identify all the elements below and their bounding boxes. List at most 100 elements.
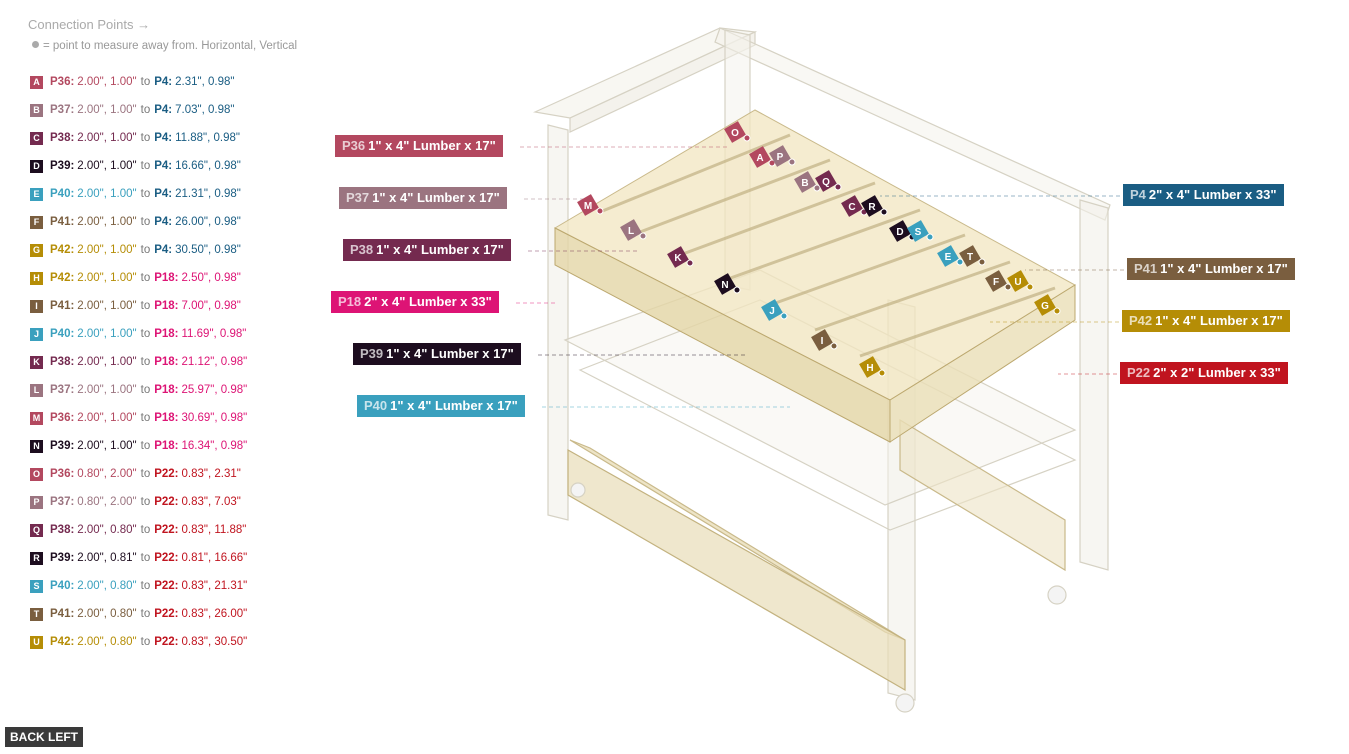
from-value: 0.80", 2.00"	[77, 468, 137, 480]
connection-badge: I	[30, 299, 43, 313]
leader-lines	[516, 146, 1124, 408]
connection-point-dot	[639, 232, 647, 240]
marker-u: U	[1007, 270, 1034, 292]
marker-e: E	[937, 245, 964, 267]
marker-f: F	[985, 270, 1012, 292]
from-part: P36:	[50, 412, 75, 424]
to-part: P22:	[154, 636, 179, 648]
part-id: P4	[1130, 187, 1146, 202]
connection-point-dot	[686, 259, 694, 267]
connection-point-dot	[1026, 283, 1034, 291]
part-id: P39	[360, 346, 384, 361]
marker-letter: U	[1014, 277, 1021, 288]
part-desc: 2" x 2" Lumber x 33"	[1153, 365, 1281, 380]
to-word: to	[140, 132, 151, 144]
connection-badge: J	[30, 327, 43, 341]
to-word: to	[140, 244, 151, 256]
to-part: P4:	[154, 160, 173, 172]
point-dot-icon	[32, 41, 39, 48]
connection-badge: D	[30, 159, 43, 173]
to-word: to	[140, 356, 151, 368]
to-part: P18:	[154, 412, 179, 424]
to-value: 30.69", 0.98"	[181, 412, 248, 424]
from-part: P38:	[50, 524, 75, 536]
from-value: 2.00", 0.80"	[77, 636, 137, 648]
from-value: 2.00", 1.00"	[77, 216, 137, 228]
marker-letter: R	[868, 202, 876, 213]
from-value: 2.00", 1.00"	[77, 384, 137, 396]
marker-letter: P	[777, 152, 784, 163]
from-value: 2.00", 1.00"	[77, 356, 137, 368]
connection-badge: S	[30, 579, 43, 593]
marker-letter: S	[915, 227, 922, 238]
to-value: 11.88", 0.98"	[175, 132, 240, 144]
to-value: 0.83", 21.31"	[181, 580, 248, 592]
to-value: 0.83", 2.31"	[181, 468, 241, 480]
connection-badge: C	[30, 131, 43, 145]
connection-badge: H	[30, 271, 43, 285]
from-value: 2.00", 1.00"	[77, 440, 137, 452]
to-word: to	[140, 608, 151, 620]
to-value: 2.31", 0.98"	[175, 76, 235, 88]
marker-h: H	[859, 356, 886, 378]
to-part: P22:	[154, 580, 179, 592]
marker-i: I	[811, 329, 838, 351]
to-value: 16.34", 0.98"	[181, 440, 248, 452]
from-part: P37:	[50, 496, 75, 508]
from-part: P40:	[50, 188, 75, 200]
from-part: P39:	[50, 440, 75, 452]
from-value: 2.00", 1.00"	[77, 272, 137, 284]
marker-letter: K	[674, 253, 682, 264]
from-value: 2.00", 1.00"	[77, 160, 137, 172]
marker-letter: O	[731, 128, 739, 139]
legend-note-text: = point to measure away from. Horizontal…	[43, 40, 298, 52]
to-value: 0.81", 16.66"	[181, 552, 248, 564]
connection-point-dot	[788, 158, 796, 166]
to-value: 0.83", 30.50"	[181, 636, 248, 648]
to-word: to	[140, 104, 151, 116]
marker-letter: I	[821, 336, 824, 347]
part-desc: 1" x 4" Lumber x 17"	[390, 398, 518, 413]
to-part: P4:	[154, 188, 173, 200]
from-value: 2.00", 1.00"	[77, 76, 137, 88]
connection-badge: O	[30, 467, 43, 481]
part-id: P41	[1134, 261, 1158, 276]
to-word: to	[140, 440, 151, 452]
connection-badge: F	[30, 215, 43, 229]
to-part: P18:	[154, 300, 179, 312]
to-part: P4:	[154, 244, 173, 256]
marker-letter: F	[993, 277, 999, 288]
to-word: to	[140, 580, 151, 592]
to-value: 2.50", 0.98"	[181, 272, 241, 284]
to-word: to	[140, 300, 151, 312]
to-value: 26.00", 0.98"	[175, 216, 241, 228]
from-part: P41:	[50, 300, 75, 312]
back-left-button[interactable]: BACK LEFT	[5, 727, 83, 747]
to-part: P22:	[154, 496, 179, 508]
from-part: P36:	[50, 468, 75, 480]
from-part: P38:	[50, 356, 75, 368]
connection-badge: K	[30, 355, 43, 369]
part-desc: 1" x 4" Lumber x 17"	[376, 242, 504, 257]
to-part: P4:	[154, 132, 173, 144]
from-value: 2.00", 0.80"	[77, 524, 137, 536]
from-part: P36:	[50, 76, 75, 88]
connection-point-dot	[834, 183, 842, 191]
marker-n: N	[714, 273, 741, 295]
connection-badge: G	[30, 243, 43, 257]
connection-badge: P	[30, 495, 43, 509]
